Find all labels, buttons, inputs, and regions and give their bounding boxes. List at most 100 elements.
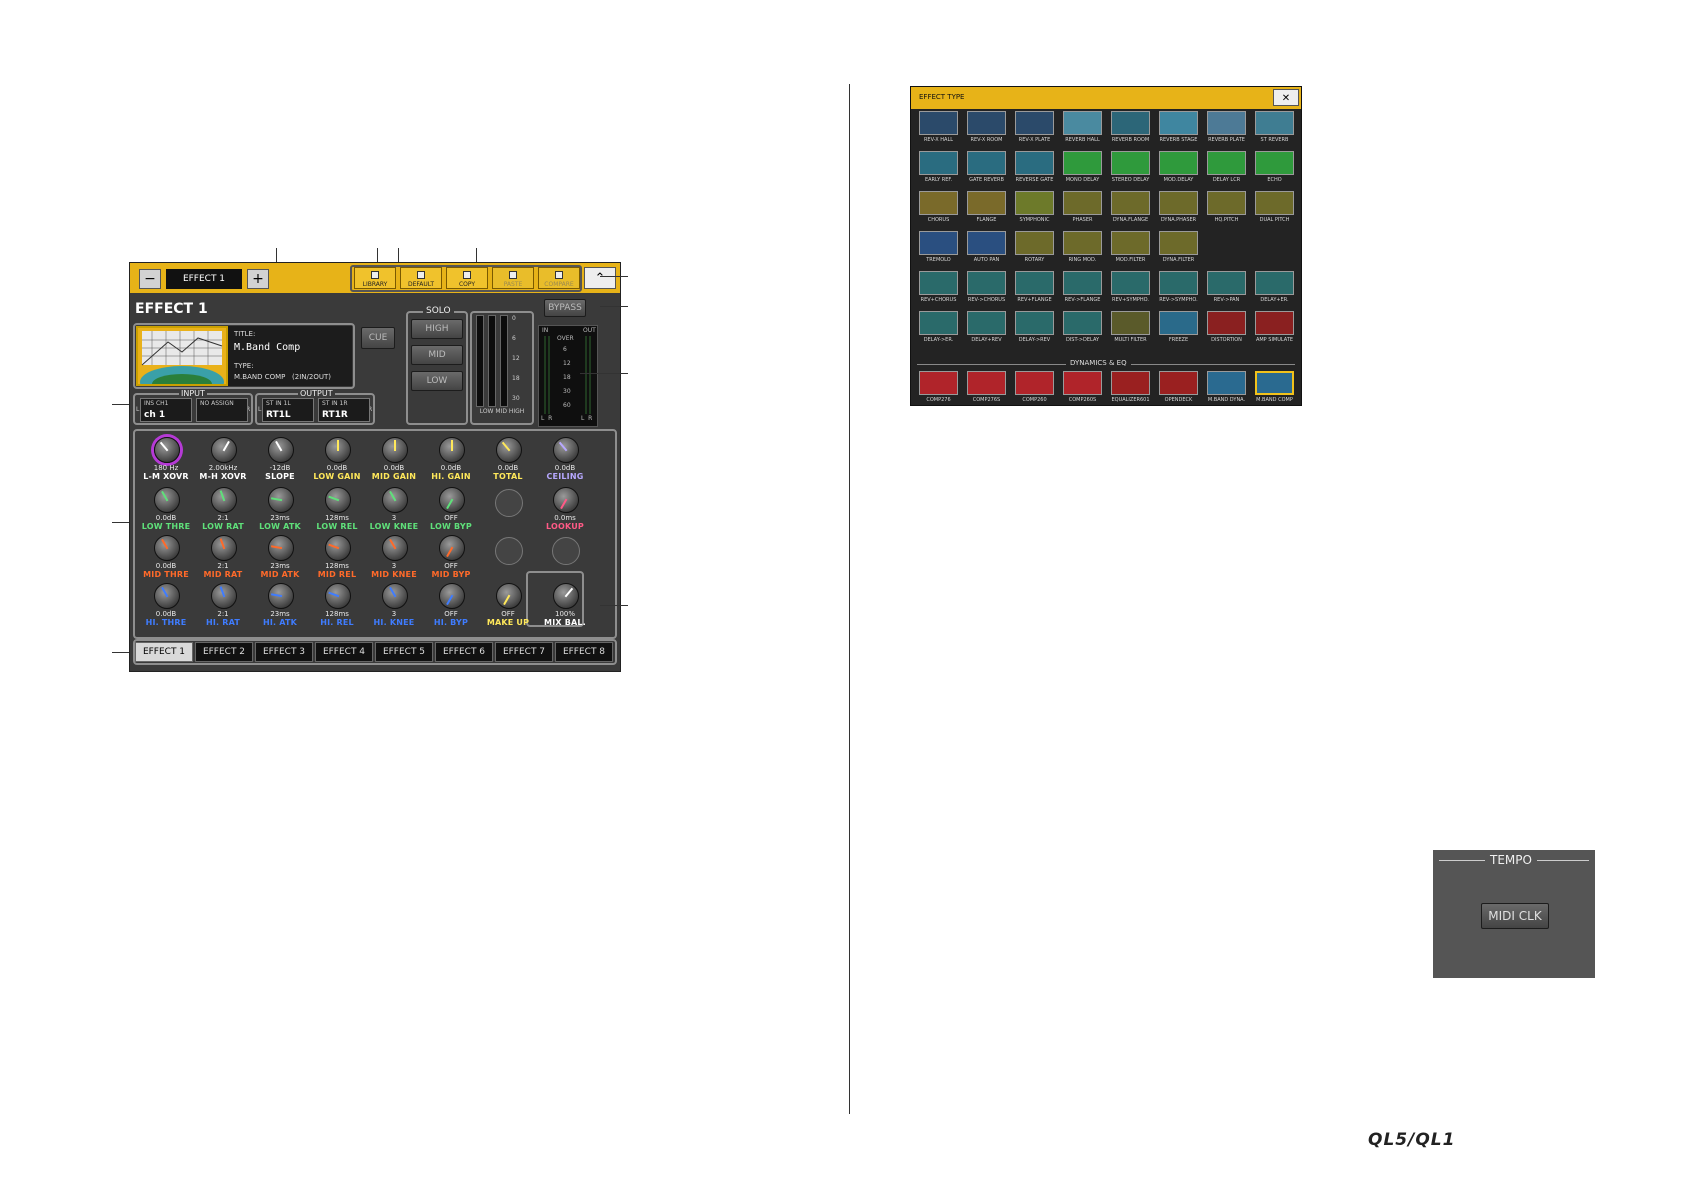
effect-type-close-button[interactable]: ✕ <box>1273 89 1299 106</box>
tab-effect-7[interactable]: EFFECT 7 <box>495 642 553 662</box>
effect-type-rev-sympho-[interactable]: REV->SYMPHO. <box>1155 269 1202 309</box>
effect-type-hq-pitch[interactable]: HQ.PITCH <box>1203 189 1250 229</box>
toolbar-copy-button[interactable]: COPY <box>446 267 488 289</box>
knob-l-m-xovr[interactable] <box>154 437 180 463</box>
effect-type-freeze[interactable]: FREEZE <box>1155 309 1202 349</box>
knob-m-h-xovr[interactable] <box>211 437 237 463</box>
solo-mid-button[interactable]: MID <box>411 345 463 365</box>
prev-rack-button[interactable]: − <box>139 269 161 289</box>
effect-type-distortion[interactable]: DISTORTION <box>1203 309 1250 349</box>
knob-mid-thre[interactable] <box>154 535 180 561</box>
knob-low-gain[interactable] <box>325 437 351 463</box>
tab-effect-5[interactable]: EFFECT 5 <box>375 642 433 662</box>
solo-low-button[interactable]: LOW <box>411 371 463 391</box>
effect-type-opendeck[interactable]: OPENDECK <box>1155 369 1202 405</box>
effect-type-equalizer601[interactable]: EQUALIZER601 <box>1107 369 1154 405</box>
effect-type-tremolo[interactable]: TREMOLO <box>915 229 962 269</box>
effect-type-reverb-plate[interactable]: REVERB PLATE <box>1203 109 1250 149</box>
knob-hi-gain[interactable] <box>439 437 465 463</box>
effect-type-comp276[interactable]: COMP276 <box>915 369 962 405</box>
input-slot-2[interactable]: NO ASSIGN <box>196 398 248 422</box>
effect-type-stereo-delay[interactable]: STEREO DELAY <box>1107 149 1154 189</box>
knob-ceiling[interactable] <box>553 437 579 463</box>
bypass-button[interactable]: BYPASS <box>544 299 586 317</box>
knob-mid-byp[interactable] <box>439 535 465 561</box>
effect-type-rev-chorus[interactable]: REV->CHORUS <box>963 269 1010 309</box>
effect-type-rev-chorus[interactable]: REV+CHORUS <box>915 269 962 309</box>
effect-type-flange[interactable]: FLANGE <box>963 189 1010 229</box>
effect-type-gate-reverb[interactable]: GATE REVERB <box>963 149 1010 189</box>
tab-effect-3[interactable]: EFFECT 3 <box>255 642 313 662</box>
effect-type-delay-rev[interactable]: DELAY->REV <box>1011 309 1058 349</box>
effect-type-thumbnail[interactable] <box>136 326 228 398</box>
effect-type-reverse-gate[interactable]: REVERSE GATE <box>1011 149 1058 189</box>
knob-lookup[interactable] <box>553 487 579 513</box>
effect-type-rotary[interactable]: ROTARY <box>1011 229 1058 269</box>
tab-effect-8[interactable]: EFFECT 8 <box>555 642 613 662</box>
knob-make-up[interactable] <box>496 583 522 609</box>
effect-type-echo[interactable]: ECHO <box>1251 149 1298 189</box>
solo-high-button[interactable]: HIGH <box>411 319 463 339</box>
effect-type-rev-sympho-[interactable]: REV+SYMPHO. <box>1107 269 1154 309</box>
knob-hi-rat[interactable] <box>211 583 237 609</box>
effect-type-chorus[interactable]: CHORUS <box>915 189 962 229</box>
knob-hi-thre[interactable] <box>154 583 180 609</box>
title-value[interactable]: M.Band Comp <box>234 342 301 353</box>
knob-hi-rel[interactable] <box>325 583 351 609</box>
knob-low-atk[interactable] <box>268 487 294 513</box>
knob-mid-rel[interactable] <box>325 535 351 561</box>
effect-type-early-ref-[interactable]: EARLY REF. <box>915 149 962 189</box>
toolbar-default-button[interactable]: DEFAULT <box>400 267 442 289</box>
effect-type-m-band-dyna-[interactable]: M.BAND DYNA. <box>1203 369 1250 405</box>
effect-type-multi-filter[interactable]: MULTI FILTER <box>1107 309 1154 349</box>
tab-effect-1[interactable]: EFFECT 1 <box>135 642 193 662</box>
effect-type-rev-x-hall[interactable]: REV-X HALL <box>915 109 962 149</box>
effect-type-rev-flange[interactable]: REV+FLANGE <box>1011 269 1058 309</box>
tab-effect-6[interactable]: EFFECT 6 <box>435 642 493 662</box>
effect-type-comp276s[interactable]: COMP276S <box>963 369 1010 405</box>
toolbar-library-button[interactable]: LIBRARY <box>354 267 396 289</box>
effect-type-reverb-stage[interactable]: REVERB STAGE <box>1155 109 1202 149</box>
knob-low-thre[interactable] <box>154 487 180 513</box>
midi-clk-button[interactable]: MIDI CLK <box>1481 903 1549 929</box>
next-rack-button[interactable]: + <box>247 269 269 289</box>
effect-type-reverb-hall[interactable]: REVERB HALL <box>1059 109 1106 149</box>
effect-type-st-reverb[interactable]: ST REVERB <box>1251 109 1298 149</box>
knob-mid-knee[interactable] <box>382 535 408 561</box>
cue-button[interactable]: CUE <box>361 327 395 349</box>
tab-effect-2[interactable]: EFFECT 2 <box>195 642 253 662</box>
effect-type-dyna-phaser[interactable]: DYNA.PHASER <box>1155 189 1202 229</box>
effect-type-auto-pan[interactable]: AUTO PAN <box>963 229 1010 269</box>
effect-type-dist-delay[interactable]: DIST->DELAY <box>1059 309 1106 349</box>
effect-type-delay-rev[interactable]: DELAY+REV <box>963 309 1010 349</box>
effect-type-mono-delay[interactable]: MONO DELAY <box>1059 149 1106 189</box>
effect-type-m-band-comp[interactable]: M.BAND COMP <box>1251 369 1298 405</box>
effect-type-symphonic[interactable]: SYMPHONIC <box>1011 189 1058 229</box>
tab-effect-4[interactable]: EFFECT 4 <box>315 642 373 662</box>
effect-type-dual-pitch[interactable]: DUAL PITCH <box>1251 189 1298 229</box>
effect-type-phaser[interactable]: PHASER <box>1059 189 1106 229</box>
effect-type-reverb-room[interactable]: REVERB ROOM <box>1107 109 1154 149</box>
knob-hi-knee[interactable] <box>382 583 408 609</box>
effect-type-delay-er-[interactable]: DELAY->ER. <box>915 309 962 349</box>
knob-mid-gain[interactable] <box>382 437 408 463</box>
close-window-button[interactable]: ⌃ <box>584 267 616 289</box>
effect-type-rev-pan[interactable]: REV->PAN <box>1203 269 1250 309</box>
effect-type-dyna-filter[interactable]: DYNA.FILTER <box>1155 229 1202 269</box>
knob-low-byp[interactable] <box>439 487 465 513</box>
effect-type-rev-x-room[interactable]: REV-X ROOM <box>963 109 1010 149</box>
effect-type-comp260[interactable]: COMP260 <box>1011 369 1058 405</box>
effect-type-ring-mod-[interactable]: RING MOD. <box>1059 229 1106 269</box>
knob-mix-bal-[interactable] <box>553 583 579 609</box>
knob-low-knee[interactable] <box>382 487 408 513</box>
knob-mid-atk[interactable] <box>268 535 294 561</box>
knob-hi-atk[interactable] <box>268 583 294 609</box>
knob-mid-rat[interactable] <box>211 535 237 561</box>
effect-type-mod-filter[interactable]: MOD.FILTER <box>1107 229 1154 269</box>
effect-type-rev-flange[interactable]: REV->FLANGE <box>1059 269 1106 309</box>
knob-slope[interactable] <box>268 437 294 463</box>
knob-low-rel[interactable] <box>325 487 351 513</box>
